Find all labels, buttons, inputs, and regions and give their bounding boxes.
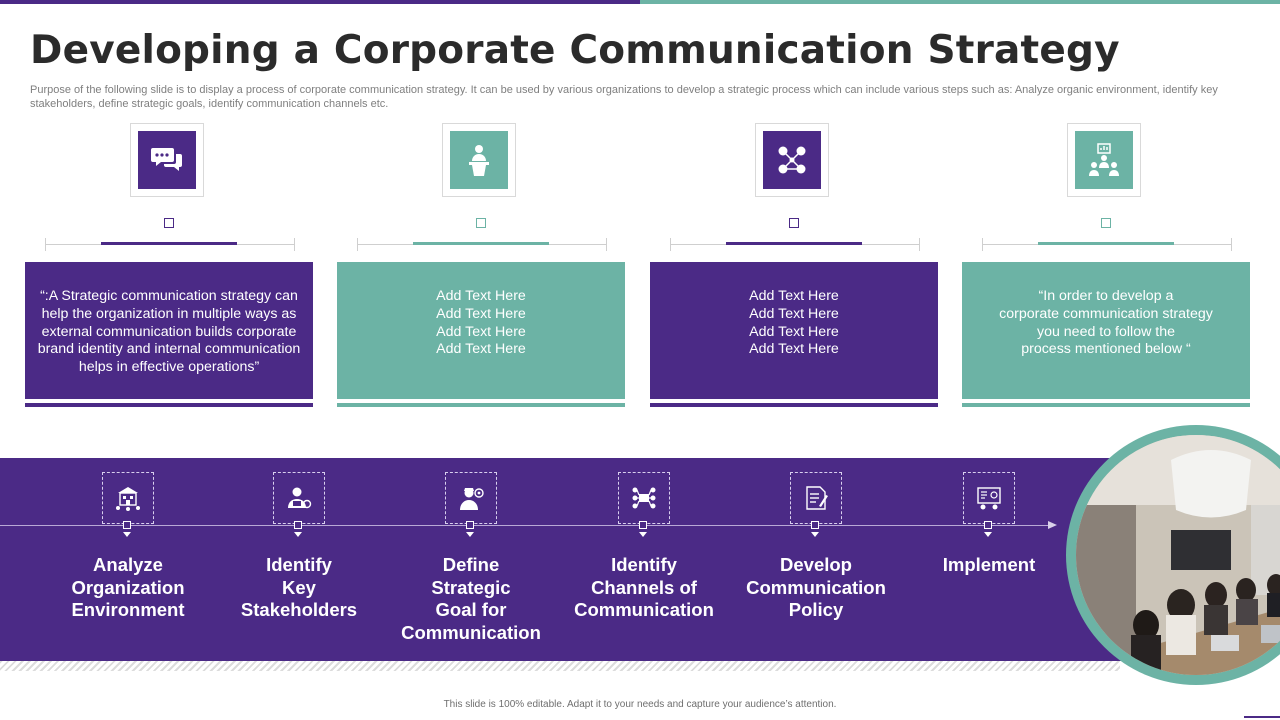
icon-frame bbox=[1067, 123, 1141, 197]
step-node bbox=[811, 521, 819, 529]
track-tick bbox=[982, 238, 983, 251]
track-tick bbox=[606, 238, 607, 251]
goal-icon bbox=[445, 472, 497, 524]
step-caret bbox=[466, 532, 474, 537]
info-column-1: “:A Strategic communication strategy can… bbox=[25, 120, 315, 410]
track-tick bbox=[1231, 238, 1232, 251]
step-node bbox=[639, 521, 647, 529]
meeting-room-image bbox=[1076, 435, 1280, 675]
process-flow-line bbox=[0, 525, 1050, 526]
footer-note: This slide is 100% editable. Adapt it to… bbox=[443, 699, 837, 710]
card-underline bbox=[337, 403, 625, 407]
process-flow-arrowhead bbox=[1048, 521, 1057, 529]
text-card: Add Text Here Add Text Here Add Text Her… bbox=[337, 262, 625, 399]
step-caret bbox=[123, 532, 131, 537]
text-card: “In order to develop a corporate communi… bbox=[962, 262, 1250, 399]
step-label: Analyze Organization Environment bbox=[71, 554, 185, 620]
implement-board-icon bbox=[963, 472, 1015, 524]
track-tick bbox=[294, 238, 295, 251]
card-text: “:A Strategic communication strategy can… bbox=[37, 288, 301, 376]
card-underline bbox=[650, 403, 938, 407]
corner-accent bbox=[1244, 716, 1280, 718]
team-presentation-icon bbox=[1075, 131, 1133, 189]
track-tick bbox=[357, 238, 358, 251]
organization-icon bbox=[102, 472, 154, 524]
info-column-2: Add Text Here Add Text Here Add Text Her… bbox=[337, 120, 627, 410]
step-caret bbox=[811, 532, 819, 537]
info-column-3: Add Text Here Add Text Here Add Text Her… bbox=[650, 120, 940, 410]
card-text: “In order to develop a corporate communi… bbox=[999, 288, 1213, 358]
step-label: Implement bbox=[942, 554, 1036, 575]
card-underline bbox=[962, 403, 1250, 407]
process-step-2: Identify Key Stakeholders bbox=[214, 472, 384, 652]
process-step-5: Develop Communication Policy bbox=[731, 472, 901, 652]
top-accent-bar-teal bbox=[640, 0, 1280, 4]
text-card: Add Text Here Add Text Here Add Text Her… bbox=[650, 262, 938, 399]
timeline-marker bbox=[789, 218, 799, 228]
track-highlight bbox=[101, 242, 237, 245]
step-node bbox=[466, 521, 474, 529]
process-step-6: Implement bbox=[904, 472, 1074, 652]
step-label: Develop Communication Policy bbox=[746, 554, 886, 620]
process-band bbox=[0, 458, 1130, 661]
track-tick bbox=[45, 238, 46, 251]
process-step-4: Identify Channels of Communication bbox=[559, 472, 729, 652]
track-highlight bbox=[413, 242, 549, 245]
top-accent-bar-purple bbox=[0, 0, 640, 4]
step-caret bbox=[984, 532, 992, 537]
text-card: “:A Strategic communication strategy can… bbox=[25, 262, 313, 399]
process-step-1: Analyze Organization Environment bbox=[43, 472, 213, 652]
step-node bbox=[984, 521, 992, 529]
card-underline bbox=[25, 403, 313, 407]
icon-frame bbox=[130, 123, 204, 197]
meeting-photo bbox=[1076, 435, 1280, 675]
step-label: Identify Key Stakeholders bbox=[240, 554, 358, 620]
icon-frame bbox=[755, 123, 829, 197]
timeline-marker bbox=[1101, 218, 1111, 228]
chat-bubbles-icon bbox=[138, 131, 196, 189]
policy-document-icon bbox=[790, 472, 842, 524]
speaker-podium-icon bbox=[450, 131, 508, 189]
band-shadow-hatch bbox=[0, 661, 1120, 671]
step-caret bbox=[639, 532, 647, 537]
network-people-icon bbox=[763, 131, 821, 189]
timeline-marker bbox=[476, 218, 486, 228]
slide-subtitle: Purpose of the following slide is to dis… bbox=[30, 84, 1218, 110]
stakeholder-icon bbox=[273, 472, 325, 524]
step-node bbox=[294, 521, 302, 529]
track-tick bbox=[919, 238, 920, 251]
card-text: Add Text Here Add Text Here Add Text Her… bbox=[436, 288, 526, 358]
track-tick bbox=[670, 238, 671, 251]
process-step-3: Define Strategic Goal for Communication bbox=[386, 472, 556, 652]
step-label: Define Strategic Goal for Communication bbox=[401, 554, 541, 643]
step-label: Identify Channels of Communication bbox=[574, 554, 714, 620]
timeline-marker bbox=[164, 218, 174, 228]
channels-icon bbox=[618, 472, 670, 524]
slide-title: Developing a Corporate Communication Str… bbox=[30, 28, 1120, 73]
info-column-4: “In order to develop a corporate communi… bbox=[962, 120, 1252, 410]
card-text: Add Text Here Add Text Here Add Text Her… bbox=[749, 288, 839, 358]
track-highlight bbox=[726, 242, 862, 245]
step-node bbox=[123, 521, 131, 529]
icon-frame bbox=[442, 123, 516, 197]
step-caret bbox=[294, 532, 302, 537]
track-highlight bbox=[1038, 242, 1174, 245]
